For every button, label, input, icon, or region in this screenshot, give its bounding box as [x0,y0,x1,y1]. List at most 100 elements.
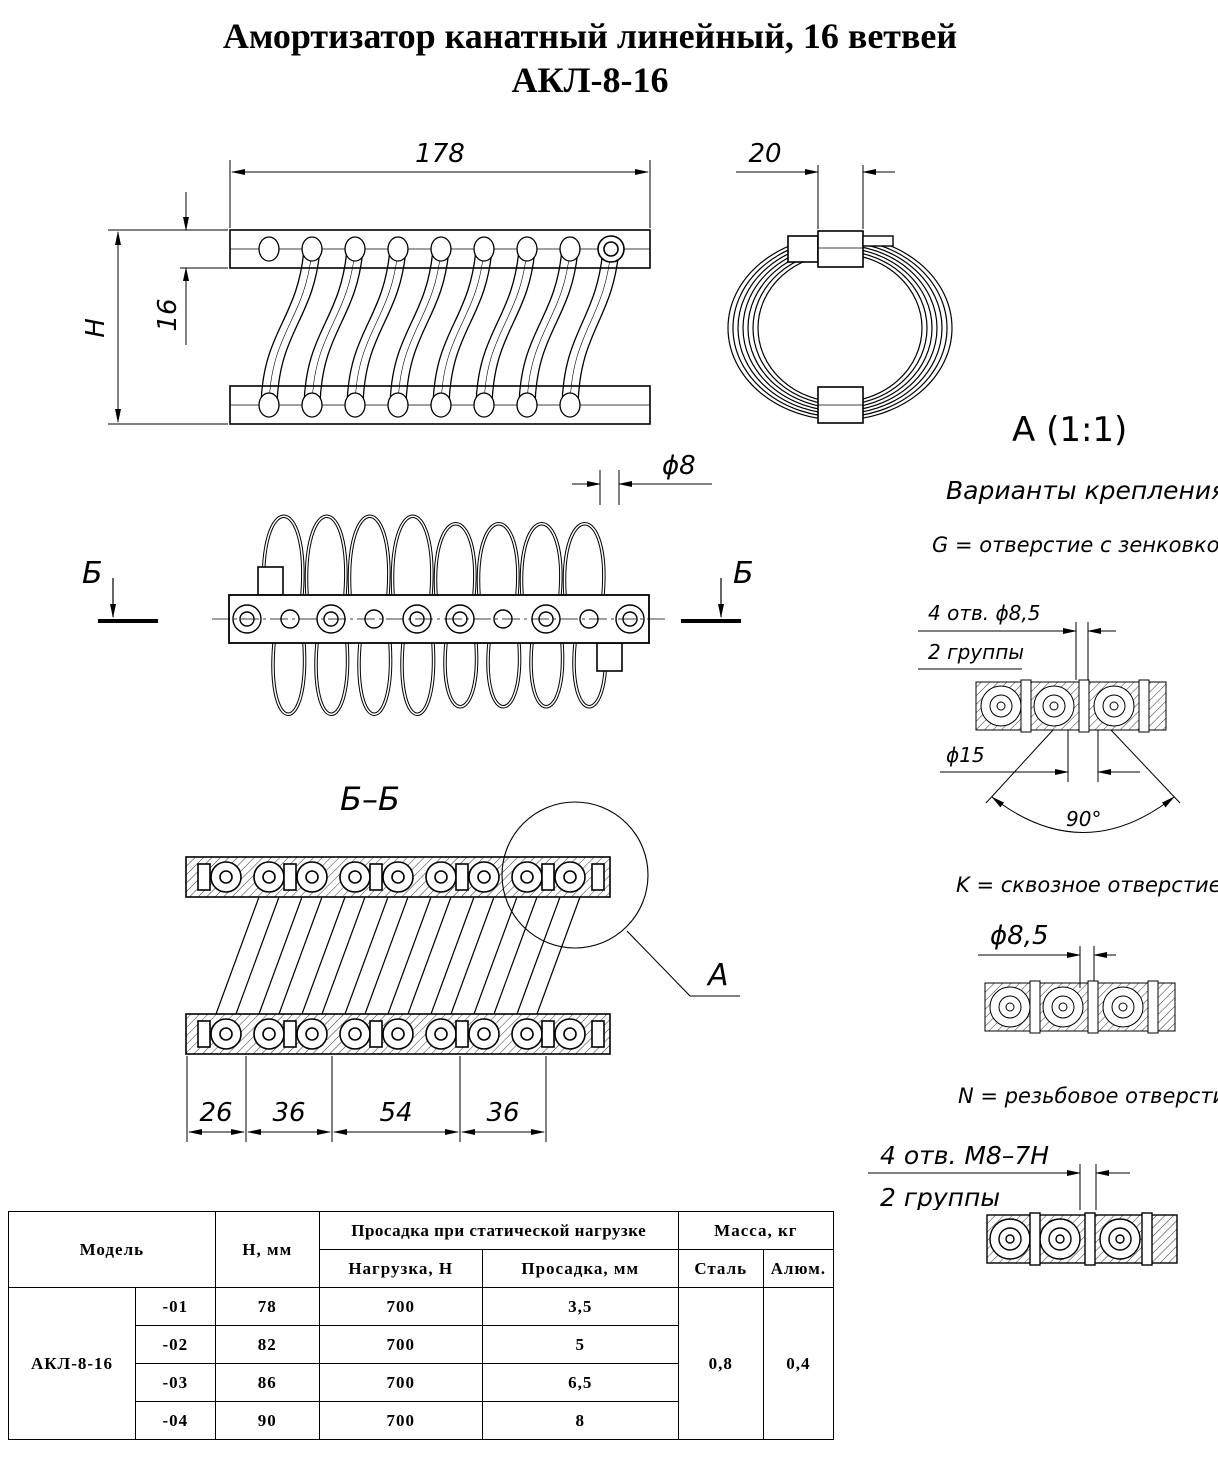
cell-sag: 8 [481,1401,679,1440]
cable-strand [407,896,452,1015]
cable-core [1055,1234,1065,1244]
cable-strand [536,896,581,1015]
bolt-section [369,863,383,891]
cell-load: 700 [318,1401,483,1440]
cable-strand [215,896,260,1015]
cable-strand [475,248,520,406]
cable-section [1039,1218,1081,1260]
cable-section [425,861,457,893]
cable-section [511,861,543,893]
cell-model: АКЛ-8-16 [8,1287,136,1440]
cable-loop-top [258,236,280,262]
cable-strand [450,896,495,1015]
bolt-section [1078,679,1090,733]
bolt-section [1138,679,1150,733]
detail-mark-label: A [706,958,729,993]
cable-core [219,1027,233,1041]
cable-loop [390,514,434,596]
cable-section [1099,1218,1141,1260]
mounting-g-countersink: ϕ15 [946,743,985,767]
section-mark-left-label: Б [82,556,103,591]
cable-core [520,1027,534,1041]
cable-strand [276,248,321,406]
cell-mass-alum: 0,4 [762,1287,835,1440]
cable-core [434,870,448,884]
cable-loop-bottom [387,392,409,418]
bolt-section [1029,1212,1041,1266]
cable-core [1058,1002,1068,1012]
detail-title: A (1:1) [1012,410,1127,450]
cell-variant: -03 [135,1363,216,1402]
header-sag-group: Просадка при статической нагрузке [318,1211,679,1250]
cable-section [296,861,328,893]
dimension-length [229,160,651,228]
cable-loop [562,522,606,596]
cable-strand [268,248,313,406]
cable-core [996,701,1006,711]
cable-strand [405,248,450,406]
table-row: -04 90 700 8 [9,1401,834,1440]
cable-core [477,870,491,884]
dimension-width-label: 20 [748,139,781,169]
cable-strand [561,248,604,406]
dimension-bar-thickness-label: 16 [153,298,183,331]
cell-variant: -02 [135,1325,216,1364]
cable-loop [272,642,306,715]
cable-section [1042,986,1084,1028]
cable-core [1108,1227,1132,1251]
mounting-n-label: N = резьбовое отверстие [958,1084,1218,1108]
title-line-2: АКЛ-8-16 [511,60,669,100]
cable-strand [311,248,356,406]
cable-strand [364,896,409,1015]
specification-table: Модель H, мм Просадка при статической на… [8,1211,835,1440]
dimension-bar-thickness [180,192,228,345]
cable-loop [358,642,392,715]
cable-core [520,870,534,884]
cable-section [511,1018,543,1050]
cable-core [434,1027,448,1041]
cable-strand [260,248,305,406]
mounting-heading: Варианты крепления: [946,476,1218,505]
cable-strand [516,896,561,1015]
cable-core [1102,694,1126,718]
table-row: -02 82 700 5 [9,1325,834,1364]
cable-section [339,1018,371,1050]
side-view [727,230,953,424]
cable-strand [235,896,280,1015]
cable-loop-top [301,236,323,262]
cable-strand [483,248,528,406]
cable-section [339,861,371,893]
dimension-cable-diameter [572,470,712,505]
mounting-k-diameter: ϕ8,5 [990,921,1049,951]
bolt-section [455,1020,469,1048]
front-view [229,229,651,425]
cable-core [305,1027,319,1041]
cell-variant: -04 [135,1401,216,1440]
cable-loop [487,642,521,708]
cable-core [989,694,1013,718]
bolt-section [1084,1212,1096,1266]
cable-core [1005,1234,1015,1244]
cable-ring [742,244,938,412]
bolt-section [1147,980,1159,1034]
cable-core [998,1227,1022,1251]
cable-core [305,870,319,884]
cell-load: 700 [318,1287,483,1326]
cable-loop-bottom [344,392,366,418]
dimension-height-label: H [81,318,111,338]
cable-loop [433,522,477,596]
cable-section [253,1018,285,1050]
top-view [228,514,650,716]
cable-strand [321,896,366,1015]
cable-core [1048,1227,1072,1251]
cable-strand [491,248,536,406]
cable-core [1051,995,1075,1019]
header-mass-group: Масса, кг [677,1211,835,1250]
cable-section [210,861,242,893]
cable-core [998,995,1022,1019]
section-mark-right [681,578,741,623]
cable-loop-top [559,236,581,262]
cable-section [1093,685,1135,727]
cable-strand [397,248,442,406]
header-sag: Просадка, мм [481,1249,679,1288]
